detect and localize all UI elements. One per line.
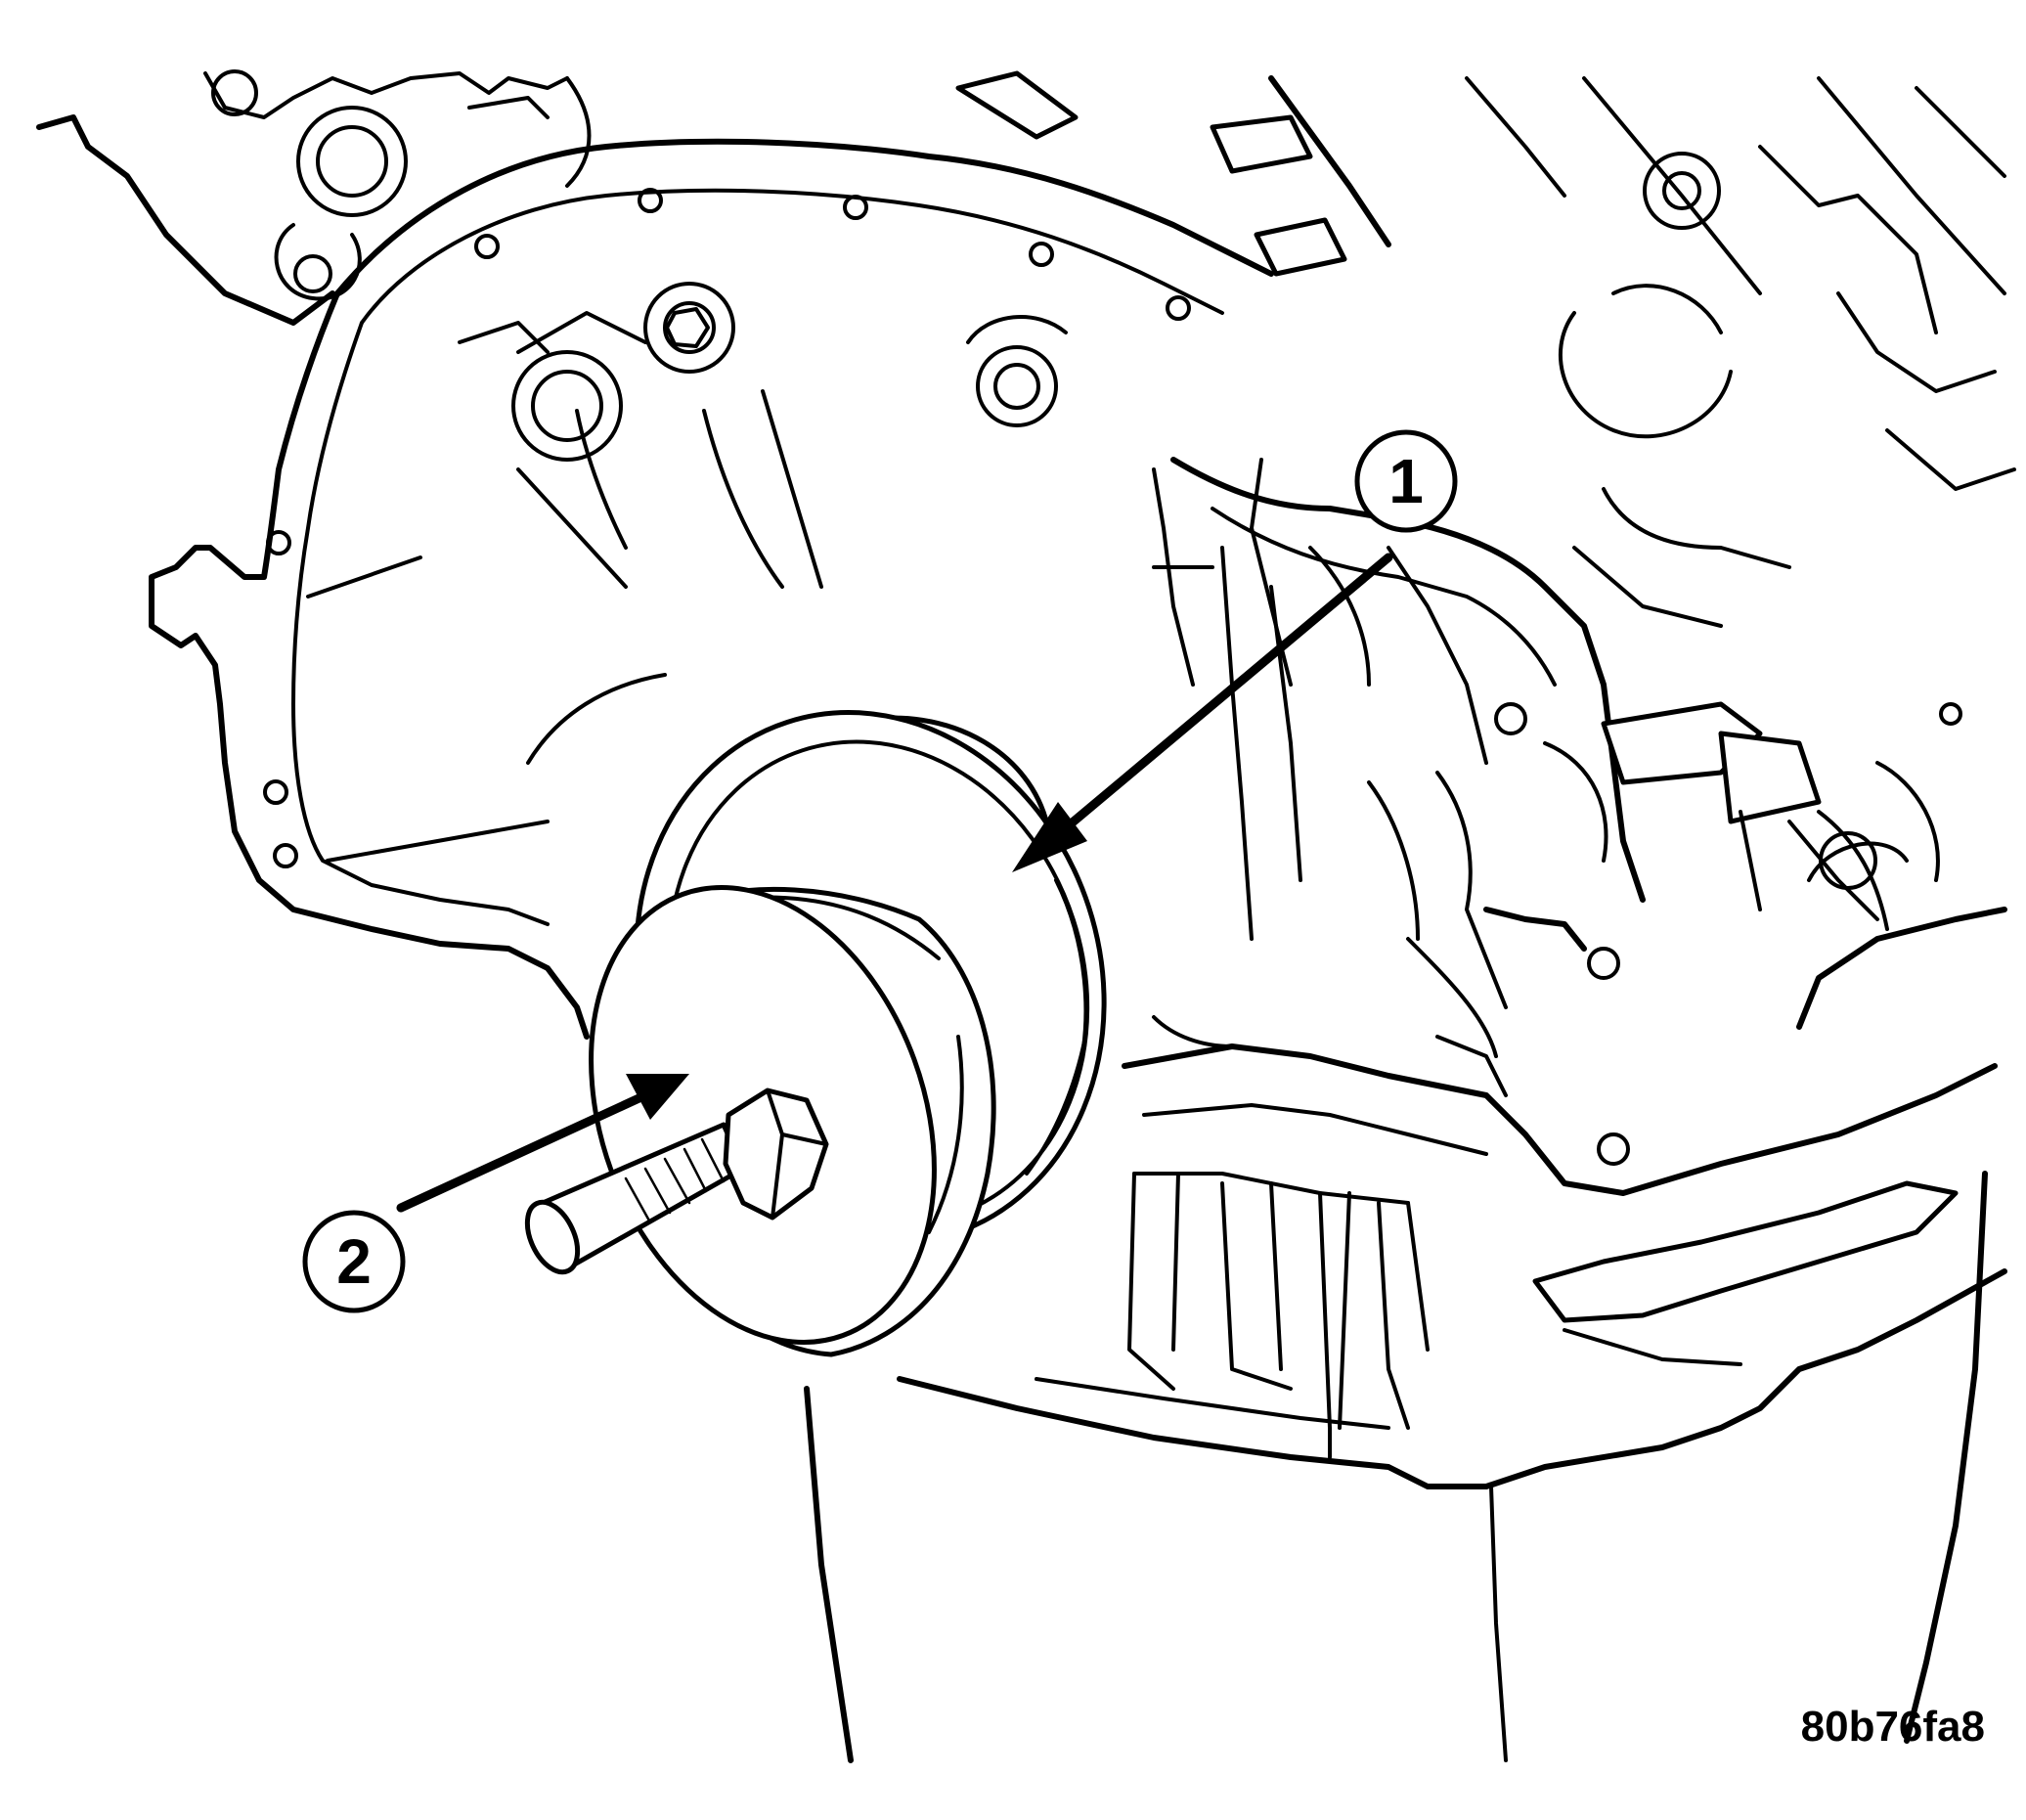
cover-bosses xyxy=(458,282,1068,462)
right-cylinder-head xyxy=(955,70,2016,628)
left-cylinder-head xyxy=(36,69,592,326)
crankshaft-seal-and-installer xyxy=(524,710,1107,1357)
cover-inner-details xyxy=(1152,458,1508,1097)
callout-1: 1 xyxy=(1012,429,1458,872)
callout-2-arrowhead xyxy=(626,1074,689,1120)
figure-id: 80b76fa8 xyxy=(1801,1703,1985,1751)
oil-pan-bracket xyxy=(804,1043,2007,1763)
callout-2-label: 2 xyxy=(336,1226,372,1297)
callout-2: 2 xyxy=(302,1074,689,1313)
callout-1-label: 1 xyxy=(1388,446,1424,516)
engine-block-right xyxy=(1170,457,2007,1166)
callout-1-arrowhead xyxy=(1012,802,1087,872)
timing-cover xyxy=(149,138,1274,1040)
